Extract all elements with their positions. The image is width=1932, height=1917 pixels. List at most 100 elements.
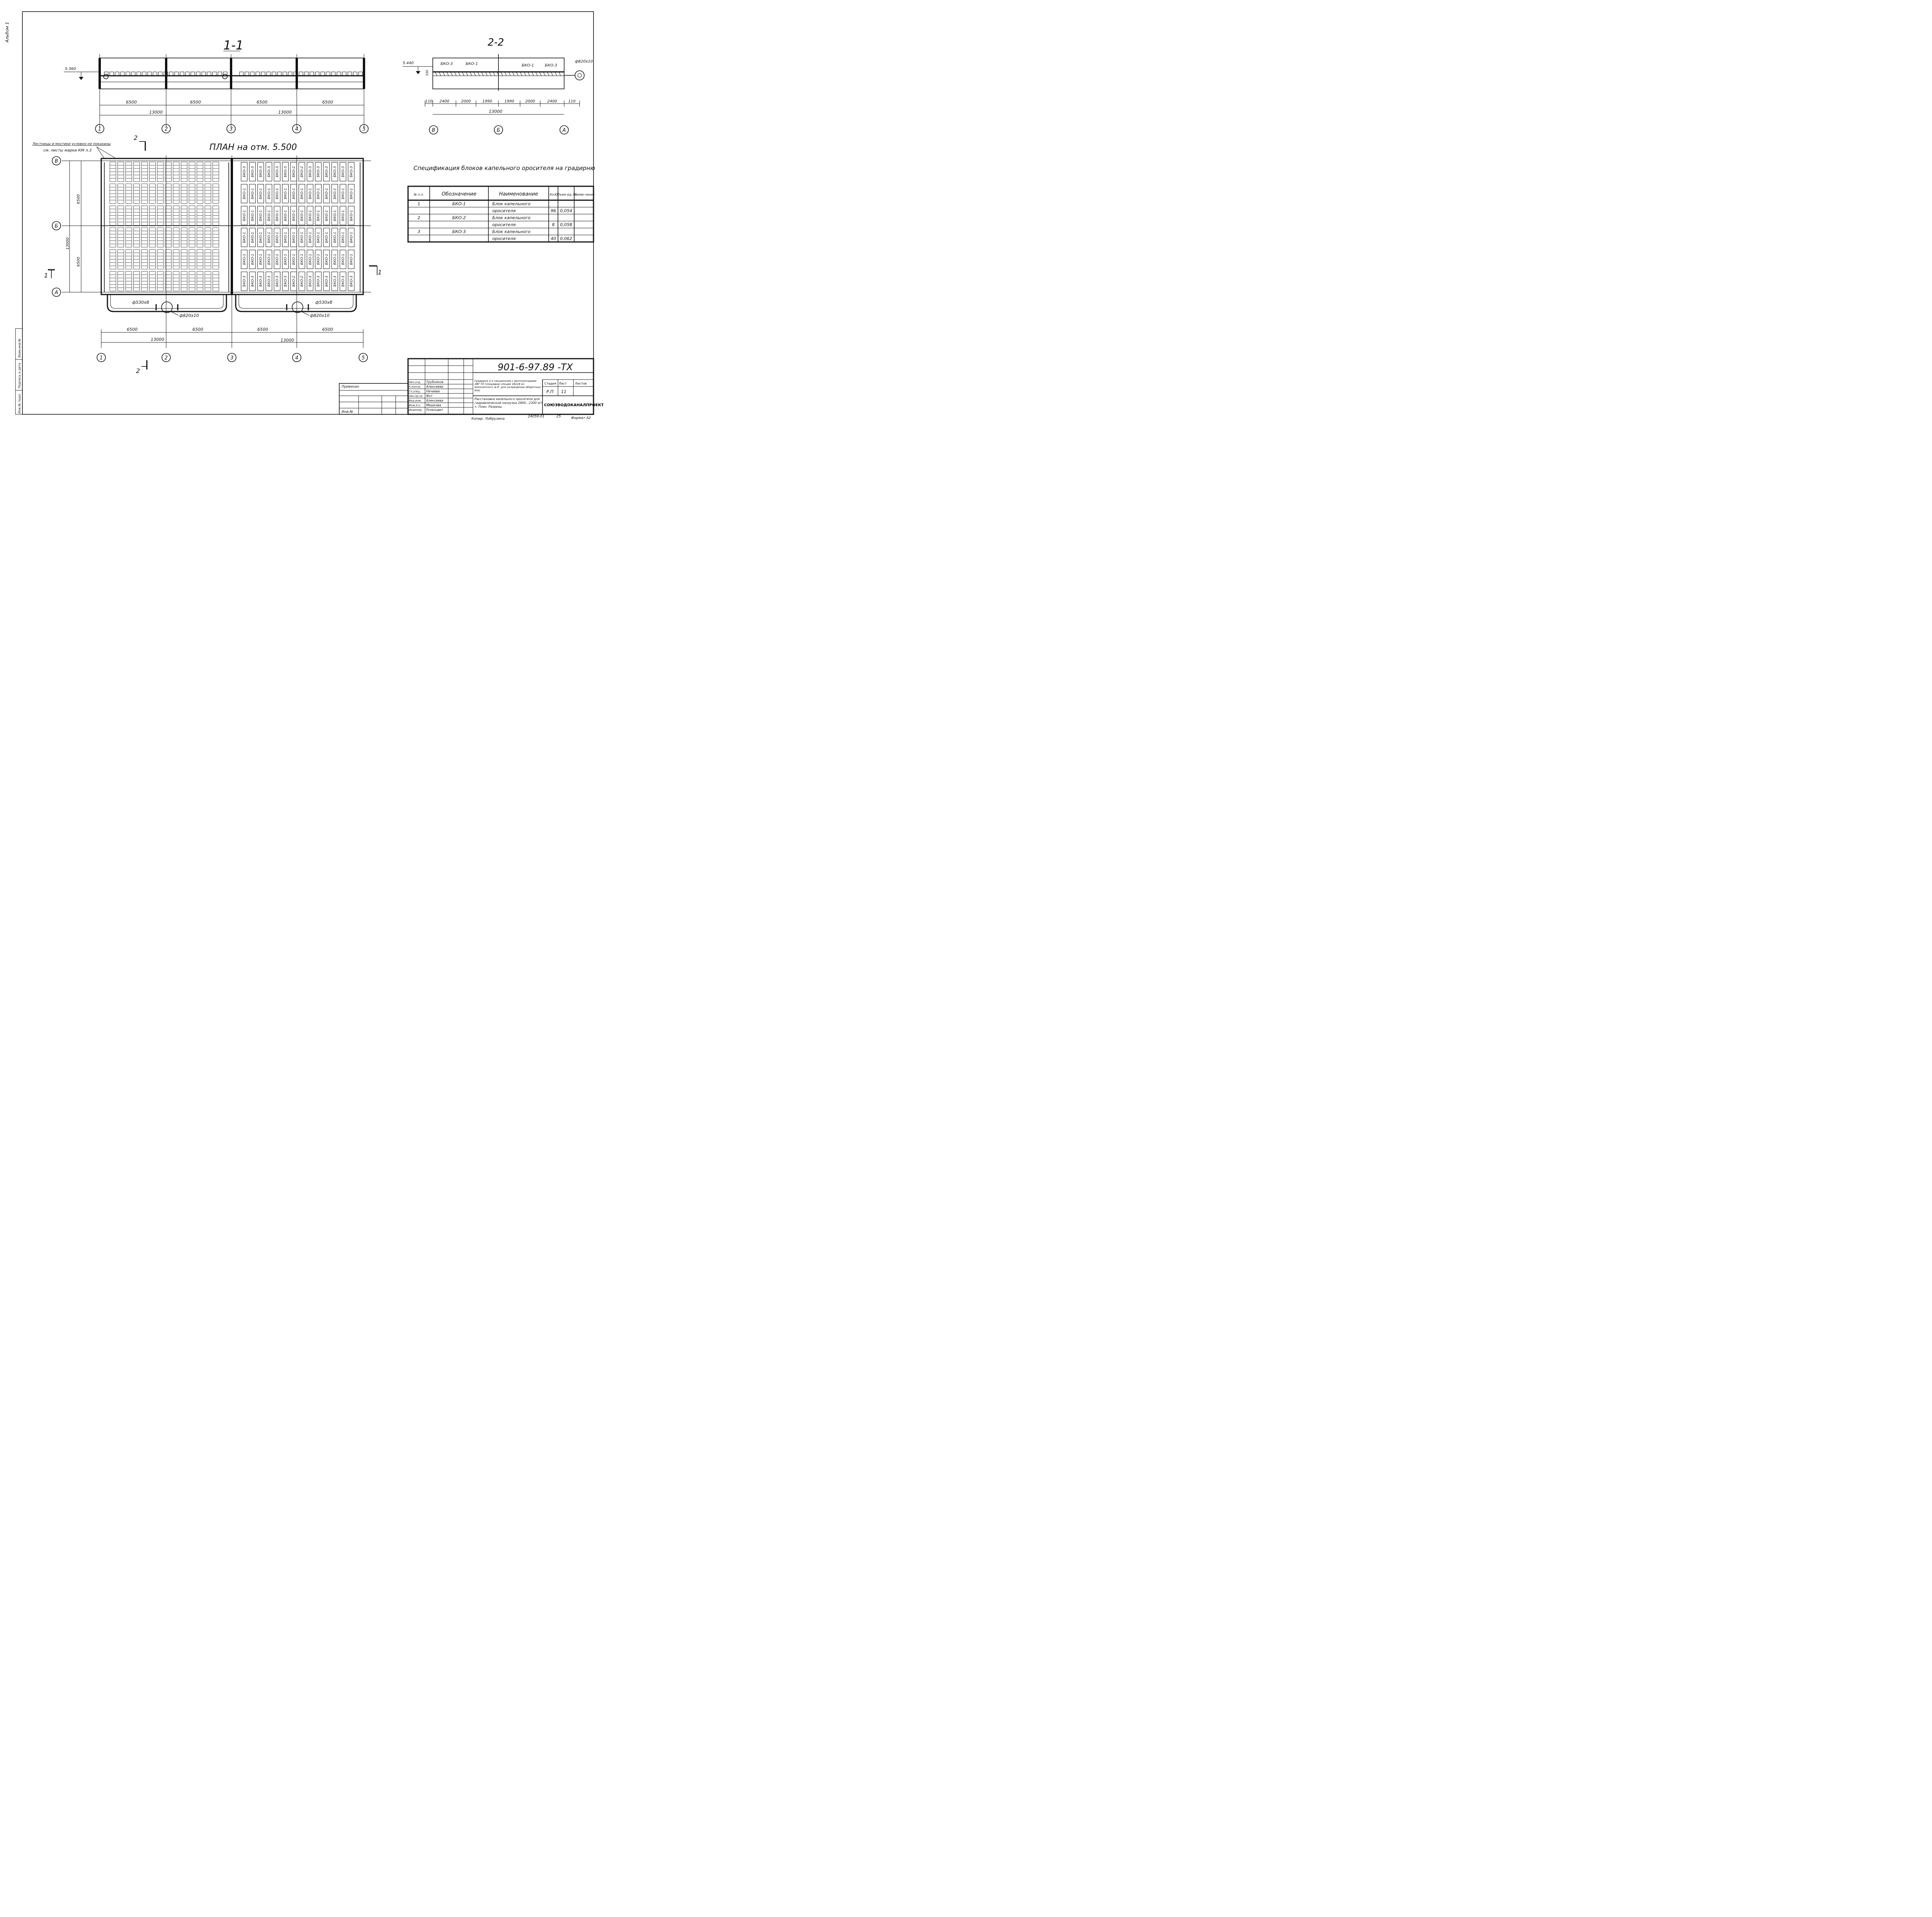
spec-cell: 8 <box>552 222 555 227</box>
orositel-block-label: БКО-1 <box>325 254 329 265</box>
plan-column-axis-label: 5 <box>362 355 365 361</box>
orositel-block <box>241 271 248 291</box>
orositel-block <box>290 228 297 247</box>
orositel-block-label: БКО-1 <box>267 210 271 221</box>
section-2-2: 2-2 ф820х10 БКО-3 БКО-1 БКО-1 БКО-3 5.44… <box>403 37 593 134</box>
orositel-block <box>249 228 256 247</box>
orositel-block-label: БКО-1 <box>350 210 354 221</box>
orositel-block-label: БКО-1 <box>308 188 312 199</box>
section-1-1-axis <box>292 124 301 133</box>
sheet-title: Расстановка капельного оросителя для гид… <box>474 397 543 409</box>
orositel-block <box>265 206 272 225</box>
section-2-2-dim: 1990 <box>482 99 492 104</box>
orositel-block <box>331 162 338 182</box>
company-name: СОЮЗВОДОКАНАЛПРОЕКТ <box>544 403 604 407</box>
orositel-block <box>315 271 322 291</box>
stamp-name: Розенцвет <box>426 408 443 412</box>
orositel-block <box>249 162 256 182</box>
orositel-block <box>282 250 289 269</box>
orositel-block-label: БКО-1 <box>350 188 354 199</box>
orositel-block <box>257 250 264 269</box>
orositel-block <box>241 206 248 225</box>
sheet-value: 11 <box>561 389 566 394</box>
footer-order: 24059-01 <box>528 415 544 419</box>
section-2-2-total: 13000 <box>489 109 502 114</box>
orositel-block-label: БКО-1 <box>284 188 288 199</box>
drawing-sheet: Альбом 1 Инв.№ подл. Подпись и дата Взам… <box>5 11 604 421</box>
pipe-header-left <box>161 301 173 313</box>
orositel-block <box>290 162 297 182</box>
footer-format: Формат А2 <box>571 416 591 420</box>
sheet-title-box: Расстановка капельного оросителя для гид… <box>474 397 543 409</box>
spec-cell: 2 <box>418 215 420 220</box>
orositel-block <box>298 250 305 269</box>
orositel-block-label: БКО-1 <box>342 188 345 199</box>
orositel-block <box>323 184 330 203</box>
sheet-label: Лист <box>558 382 567 385</box>
stamp-role: К.Контр. <box>409 385 421 388</box>
orositel-block <box>306 184 313 203</box>
side-stamp-strip: Инв.№ подл. Подпись и дата Взам.инв.№ <box>15 328 23 415</box>
orositel-block-label: БКО-1 <box>276 232 279 243</box>
orositel-block <box>282 271 289 291</box>
orositel-block <box>306 250 313 269</box>
section-1-1-elevation: 5.360 <box>65 67 76 71</box>
orositel-block-label: БКО-2 <box>300 276 304 287</box>
stamp-role: Гл.спец. <box>409 390 420 393</box>
plan-dim-bay: 6500 <box>192 327 203 332</box>
orositel-block <box>257 206 264 225</box>
section-1-1-dim-bay: 6500 <box>126 100 137 105</box>
orositel-block <box>298 271 305 291</box>
section-2-2-pipe <box>575 70 585 80</box>
orositel-block <box>290 206 297 225</box>
plan-dim-bay: 6500 <box>322 327 333 332</box>
section-1-1-title: 1-1 <box>223 38 243 53</box>
spec-cell: 1 <box>418 201 420 206</box>
spec-cell: 96 <box>551 208 556 213</box>
plan-column-axis-label: 4 <box>295 355 298 361</box>
orositel-block <box>241 250 248 269</box>
spec-cell: оросителя <box>492 222 516 227</box>
cut-2-top: 2 <box>134 134 138 141</box>
orositel-block <box>348 184 355 203</box>
spec-cell: 0,058 <box>560 222 572 227</box>
orositel-block-label: БКО-1 <box>333 210 337 221</box>
spec-cell: 0,062 <box>560 236 572 241</box>
spec-header: Наименование <box>499 191 538 197</box>
orositel-block <box>323 228 330 247</box>
spec-cell: БКО-3 <box>452 229 466 234</box>
orositel-block <box>249 250 256 269</box>
orositel-block-label: БКО-1 <box>259 188 263 199</box>
orositel-block <box>323 206 330 225</box>
orositel-block-label: БКО-1 <box>243 232 247 243</box>
orositel-block-label: БКО-1 <box>259 210 263 221</box>
orositel-block <box>282 206 289 225</box>
orositel-block-label: БКО-3 <box>342 276 345 287</box>
orositel-block-label: БКО-1 <box>251 210 255 221</box>
plan-row-axis <box>52 288 61 297</box>
section-2-2-dim: 1990 <box>504 99 514 104</box>
plan-dim-vert: 6500 <box>77 194 81 204</box>
orositel-block-label: БКО-1 <box>276 254 279 265</box>
orositel-block <box>298 206 305 225</box>
pipe-820-label-right: ф820х10 <box>310 313 330 318</box>
plan-column-axis <box>292 353 301 362</box>
section-2-2-dim: 110 <box>425 99 432 104</box>
orositel-block-label: БКО-3 <box>333 276 337 287</box>
stamp-name: Трубников <box>426 380 444 384</box>
section-2-2-dim: 110 <box>568 99 575 104</box>
section-2-2-axis <box>494 125 503 134</box>
orositel-block <box>257 184 264 203</box>
orositel-block-label: БКО-1 <box>284 232 288 243</box>
section-2-2-title: 2-2 <box>488 37 504 48</box>
orositel-block <box>265 228 272 247</box>
orositel-block <box>340 250 347 269</box>
privyazan-label: Привязан <box>342 385 359 389</box>
spec-cell: Блок капельного <box>492 229 531 234</box>
orositel-block <box>274 228 281 247</box>
drawing-code: 901-6-97.89 -ТХ <box>498 362 573 373</box>
plan-row-axis <box>52 156 61 165</box>
orositel-block-label: БКО-1 <box>284 254 288 265</box>
pipe-left <box>107 295 227 312</box>
orositel-block <box>340 228 347 247</box>
